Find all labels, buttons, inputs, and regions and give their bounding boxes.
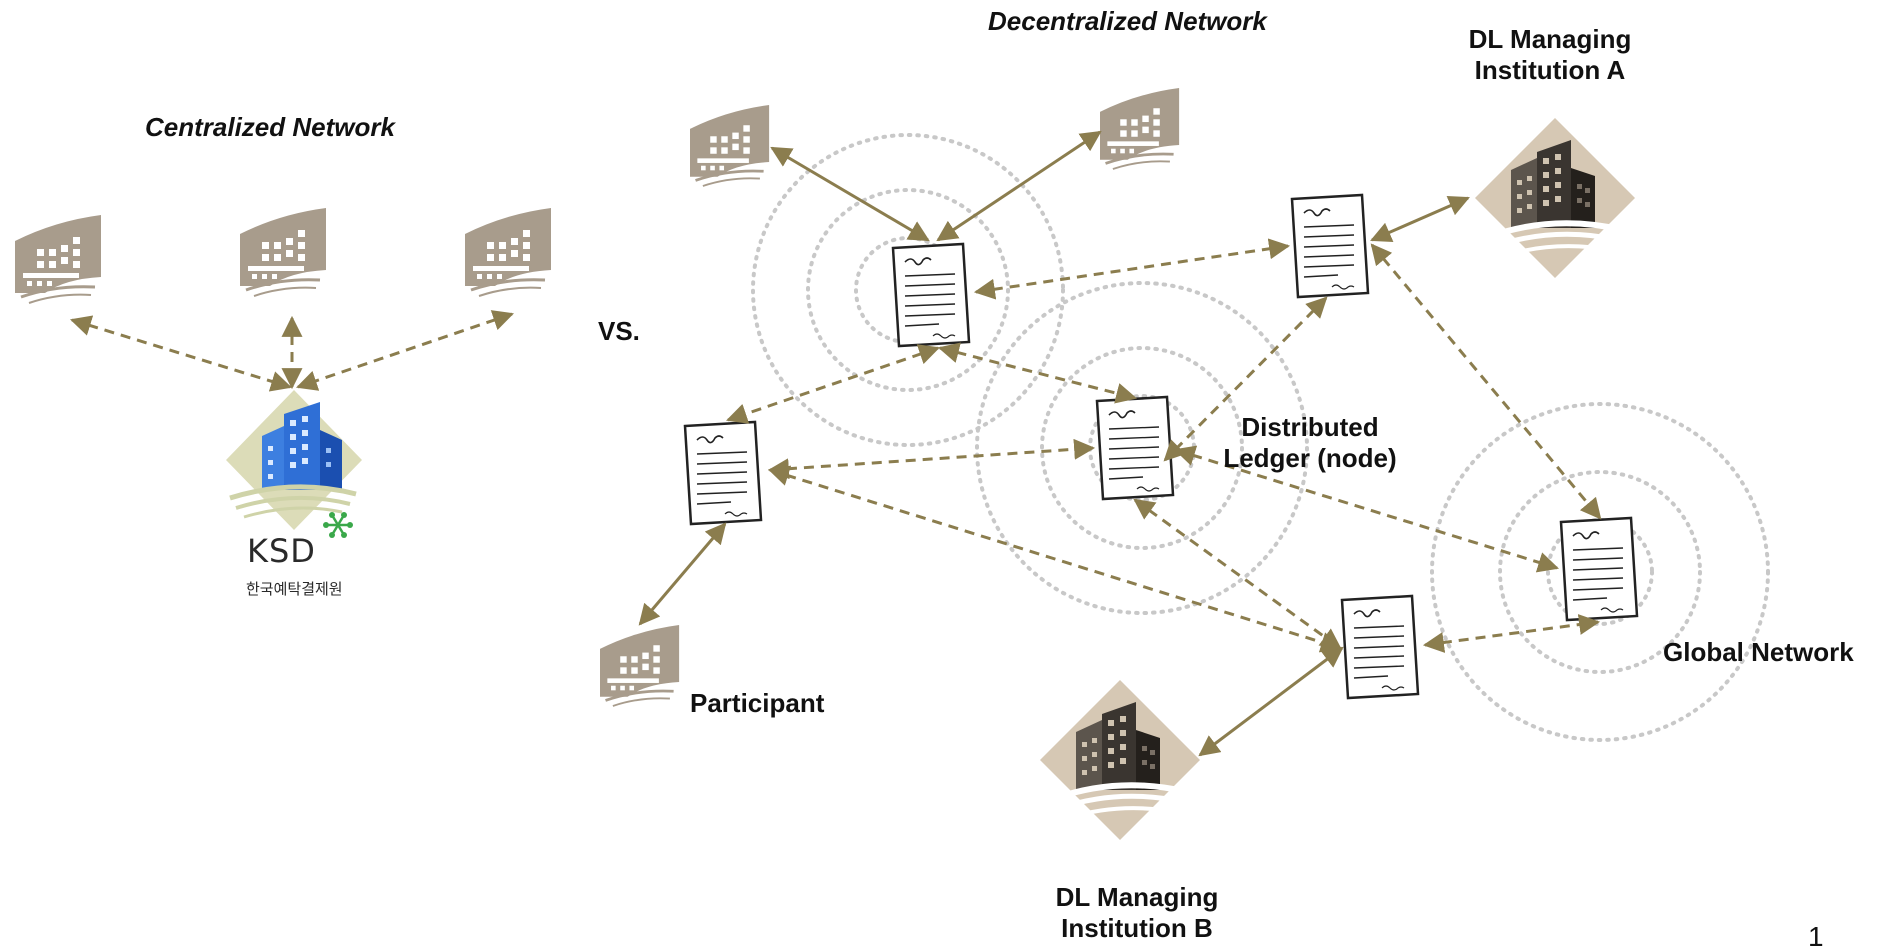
- ksd-logo-text: KSD: [247, 532, 316, 570]
- building-icon: [238, 206, 328, 298]
- arrow: [69, 315, 293, 392]
- vs-label: VS.: [598, 316, 640, 346]
- building-icon: [598, 623, 681, 708]
- arrow: [1133, 498, 1342, 650]
- decentralized-network-title: Decentralized Network: [988, 6, 1267, 36]
- building-icon: [1098, 86, 1181, 171]
- institution-building-icon: [1040, 680, 1200, 840]
- arrow: [936, 130, 1102, 242]
- page-number: 1: [1808, 921, 1824, 948]
- building-icon: [13, 213, 103, 305]
- arrow: [296, 310, 514, 391]
- arrow: [1370, 195, 1470, 243]
- arrow: [726, 344, 940, 424]
- ledger-document-icon: [683, 420, 763, 526]
- distributed-ledger-label: Distributed Ledger (node): [1223, 412, 1397, 474]
- arrow: [1173, 445, 1560, 573]
- arrow: [770, 146, 930, 242]
- arrow: [1163, 296, 1328, 462]
- ledger-document-icon: [1095, 395, 1175, 501]
- solid-arrows: [638, 130, 1470, 757]
- arrow: [767, 438, 1096, 480]
- centralized-network-title: Centralized Network: [145, 112, 395, 142]
- ksd-korean-name: 한국예탁결제원: [246, 580, 343, 598]
- arrow: [973, 238, 1291, 300]
- centralized-arrows: [69, 310, 514, 392]
- building-icon: [463, 206, 553, 298]
- arrow: [1198, 646, 1344, 757]
- ksd-building-icon: [226, 390, 362, 538]
- ledger-document-icon: [1559, 516, 1639, 622]
- participant-label: Participant: [690, 688, 825, 718]
- arrow: [1370, 243, 1602, 520]
- arrow: [1422, 614, 1601, 653]
- ledger-document-icon: [891, 242, 971, 348]
- arrow: [638, 522, 727, 626]
- institution-building-icon: [1475, 118, 1635, 278]
- global-network-label: Global Network: [1663, 637, 1854, 667]
- institution-a-label: DL Managing Institution A: [1468, 24, 1632, 86]
- building-icon: [688, 103, 771, 188]
- dashed-arrows: [726, 238, 1602, 653]
- ledger-document-icon: [1340, 594, 1420, 700]
- ledger-document-icon: [1290, 193, 1370, 299]
- institution-b-label: DL Managing Institution B: [1055, 882, 1219, 944]
